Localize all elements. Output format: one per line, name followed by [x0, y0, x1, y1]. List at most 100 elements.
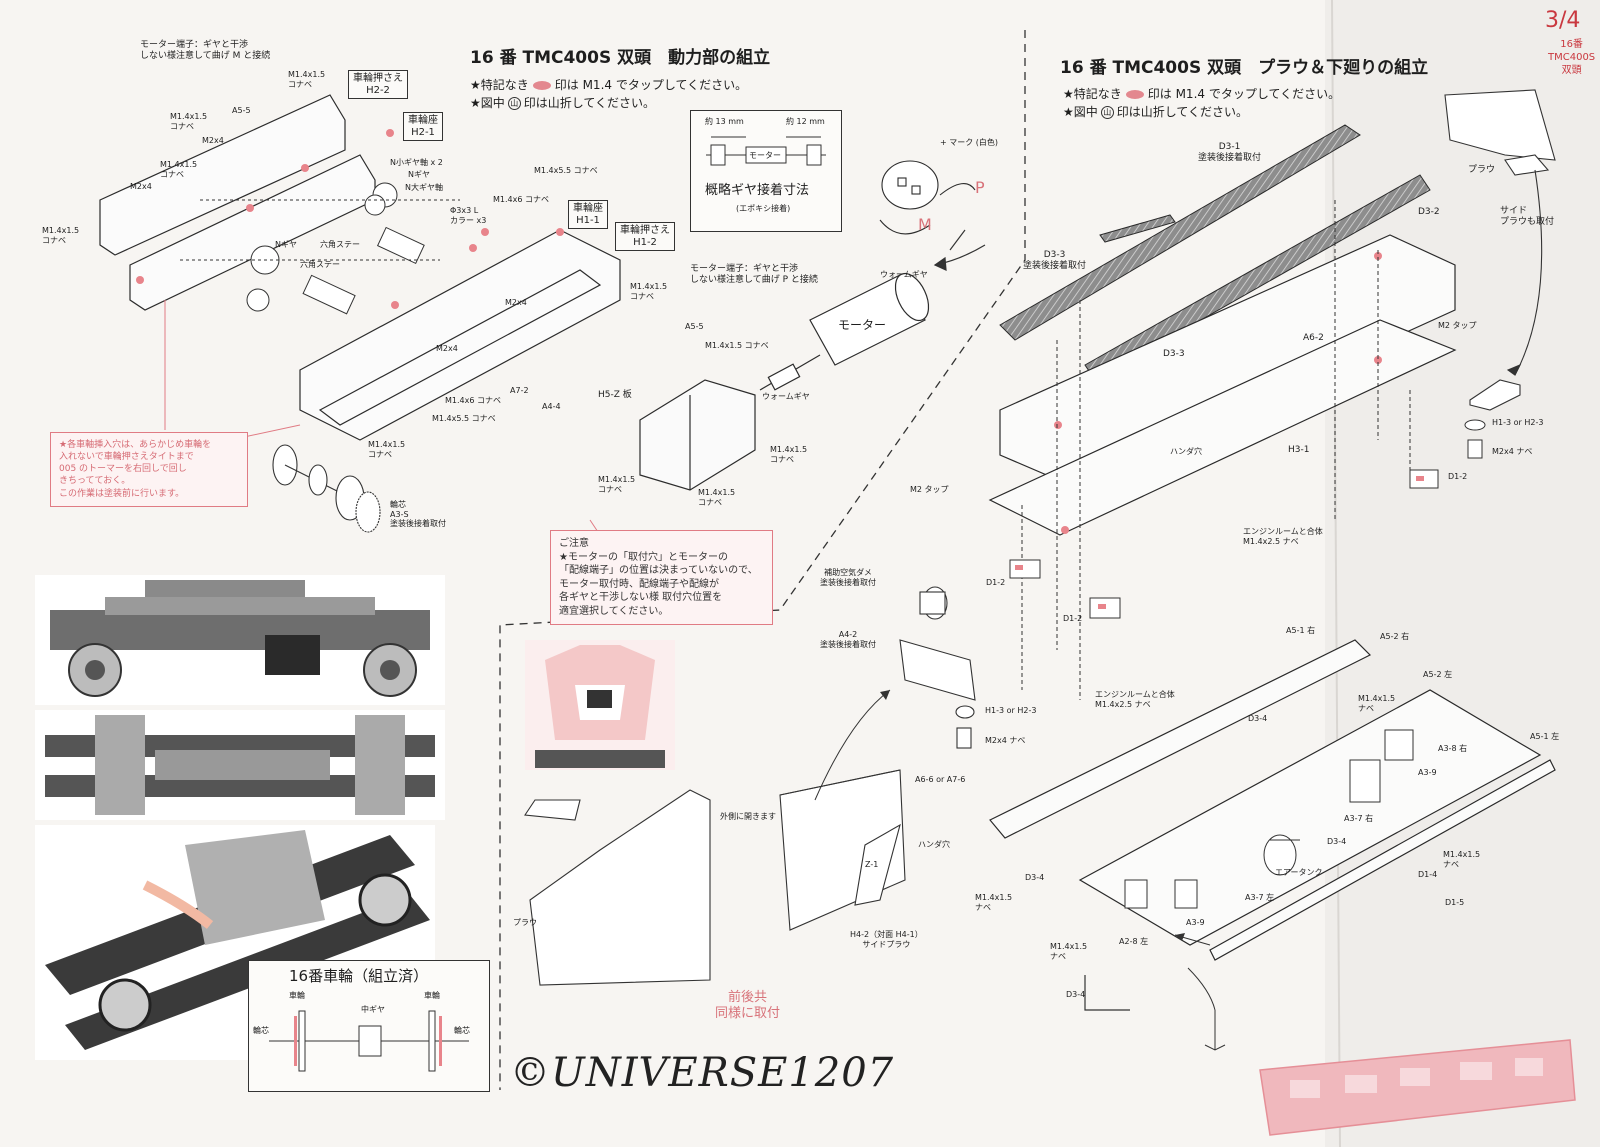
- label-m14x6-b: M1.4x6 コナベ: [445, 396, 501, 405]
- label-d1-2a: D1-2: [1448, 472, 1468, 481]
- a4-2-assembly: [899, 586, 976, 749]
- plow-exploded: [524, 769, 906, 986]
- right-note-2: ★図中山印は山折してください。: [1063, 105, 1249, 119]
- plow-photo: [525, 640, 675, 770]
- label-a5-1l: A5-1 左: [1530, 732, 1560, 741]
- label-engine-b: エンジンルームと合体 M1.4x2.5 ナベ: [1095, 690, 1175, 709]
- motor-bracket: [639, 379, 756, 491]
- label-m2-tap-b: M2 タップ: [910, 485, 949, 494]
- part-box-h2-1: 車輪座 H2-1: [403, 112, 443, 141]
- wheel-assembly-inset: 16番車輪（組立済） 車輪 車輪 中ギヤ 輪芯 輪芯: [248, 960, 490, 1092]
- pink-tap-dot-icon-right: [1125, 90, 1144, 99]
- label-d3-2: D3-2: [1418, 207, 1440, 217]
- label-m14x55-b: M1.4x5.5 コナベ: [432, 414, 496, 423]
- label-m14x15-nabe-b: M1.4x1.5 ナベ: [1443, 850, 1481, 869]
- label-a3-7r: A3-7 右: [1344, 814, 1374, 823]
- label-p: P: [975, 178, 985, 197]
- label-motor: モーター: [838, 318, 887, 332]
- label-m2-tap-a: M2 タップ: [1438, 321, 1477, 330]
- gear-dim-sub: (エポキシ接着): [736, 204, 791, 213]
- gear-dim-figure: [706, 136, 826, 166]
- motor-terminal-note-top: モーター端子：ギヤと干渉 しない様注意して曲げ M と接続: [140, 40, 271, 61]
- wheel-set: [272, 444, 381, 533]
- label-plow-bottom: プラウ: [513, 918, 537, 927]
- label-plow-top: プラウ: [1468, 165, 1496, 175]
- label-a3-9a: A3-9: [1418, 768, 1437, 777]
- label-air-dome: 補助空気ダメ 塗装後接着取付: [820, 568, 876, 587]
- label-h4-2: H4-2（対面 H4-1） サイドプラウ: [850, 930, 923, 949]
- label-d1-5: D1-5: [1445, 898, 1465, 907]
- label-d3-3a: D3-3 塗装後接着取付: [1023, 250, 1087, 271]
- label-d3-1: D3-1 塗装後接着取付: [1198, 142, 1262, 163]
- label-m14x15-i: M1.4x1.5 コナベ: [598, 475, 636, 494]
- label-a6-6: A6-6 or A7-6: [915, 775, 966, 784]
- label-n-big-gear: N大ギヤ軸: [405, 183, 443, 192]
- label-m2x4-b: M2x4: [130, 182, 152, 191]
- label-m14x15-d: M1.4x1.5 コナベ: [42, 226, 80, 245]
- wheel-inset-l4: 輪芯: [253, 1026, 269, 1035]
- label-plus-mark: + マーク (白色): [940, 138, 999, 147]
- label-m14x6-a: M1.4x6 コナベ: [493, 195, 549, 204]
- assembly-guides: [1021, 200, 1411, 700]
- left-note-2: ★図中山印は山折してください。: [470, 96, 656, 110]
- wheel-inset-title: 16番車輪（組立済）: [289, 967, 429, 985]
- label-collar: Φ3x3 L カラー x3: [450, 206, 487, 225]
- label-d1-2c: D1-2: [1063, 614, 1083, 623]
- label-solder-hole-a: ハンダ穴: [1170, 447, 1202, 456]
- label-m14x55-a: M1.4x5.5 コナベ: [534, 166, 598, 175]
- wheel-inset-l3: 中ギヤ: [361, 1005, 385, 1014]
- tap-markers: [136, 129, 564, 309]
- label-solder-hole-b: ハンダ穴: [918, 840, 950, 849]
- label-a3-7l: A3-7 左: [1245, 893, 1275, 902]
- gear-dim-left: 約 13 mm: [705, 117, 744, 126]
- gear-dimension-legend: 約 13 mm 約 12 mm モーター 概略ギヤ接着寸法 (エポキシ接着): [690, 110, 842, 232]
- page-number: 3/4: [1545, 8, 1581, 33]
- left-note-1: ★特記なき印は M1.4 でタップしてください。: [470, 78, 748, 92]
- label-d1-4: D1-4: [1418, 870, 1438, 879]
- mountain-fold-icon-right: 山: [1100, 106, 1114, 119]
- chassis-frames: [99, 94, 621, 441]
- section-divider: [499, 30, 1026, 1090]
- label-h3-1: H3-1: [1288, 445, 1310, 455]
- label-air-tank: エアータンク: [1275, 868, 1323, 877]
- motor-terminal-note-mid: モーター端子：ギヤと干渉 しない様注意して曲げ P と接続: [690, 264, 818, 285]
- right-fasteners: [1464, 419, 1486, 459]
- caution-callout: ご注意 ★モーターの「取付穴」とモーターの 「配線端子」の位置は決まっていないの…: [550, 530, 773, 625]
- label-worm-b: ウォームギヤ: [762, 392, 810, 401]
- underframe-parts: [1124, 729, 1414, 909]
- label-n-gear: Nギヤ: [408, 170, 430, 179]
- label-z-1: Z-1: [865, 860, 879, 869]
- label-a3-8r: A3-8 右: [1438, 744, 1468, 753]
- right-title: 16 番 TMC400S 双頭 プラウ＆下廻りの組立: [1060, 58, 1429, 78]
- label-h1-3-a: H1-3 or H2-3: [1492, 418, 1544, 427]
- gear-dim-right: 約 12 mm: [786, 117, 825, 126]
- label-d1-2b: D1-2: [986, 578, 1006, 587]
- label-m14x15-a: M1.4x1.5 コナベ: [288, 70, 326, 89]
- label-side-plow: サイド プラウも取付: [1500, 206, 1555, 227]
- label-m14x15-h: M1.4x1.5 コナベ: [770, 445, 808, 464]
- label-m14x15-c: M1.4x1.5 コナベ: [160, 160, 198, 179]
- label-a5-1r: A5-1 右: [1286, 626, 1316, 635]
- label-hex-stay-a: 六角ステー: [320, 240, 360, 249]
- motor-body: [759, 272, 930, 391]
- bracket-marks: [1015, 476, 1424, 609]
- flow-arrows: [933, 229, 986, 271]
- chassis-photo-side: [35, 575, 445, 705]
- wheel-inset-l5: 輪芯: [454, 1026, 470, 1035]
- label-wheel-core: 輪芯 A3-S 塗装後接着取付: [390, 500, 446, 529]
- sprue-cutouts: [1290, 1058, 1543, 1098]
- watermark: ©UNIVERSE1207: [510, 1050, 895, 1096]
- label-m14x15-f: M1.4x1.5 コナベ: [630, 282, 668, 301]
- gear-dim-motor: モーター: [749, 151, 781, 160]
- label-m: M: [918, 215, 932, 234]
- motor-terminal-detail: [879, 160, 976, 235]
- label-m2x4-nabe-b: M2x4 ナベ: [985, 736, 1026, 745]
- right-note-1: ★特記なき印は M1.4 でタップしてください。: [1063, 87, 1341, 101]
- mountain-fold-icon: 山: [507, 97, 521, 110]
- label-a6-2: A6-2: [1303, 333, 1324, 343]
- label-a5-5-top: A5-5: [232, 106, 251, 115]
- label-m14x15-g: M1.4x1.5 コナベ: [368, 440, 406, 459]
- label-outside-fold: 外側に開きます: [720, 812, 776, 821]
- label-a4-2: A4-2 塗装後接着取付: [820, 630, 876, 649]
